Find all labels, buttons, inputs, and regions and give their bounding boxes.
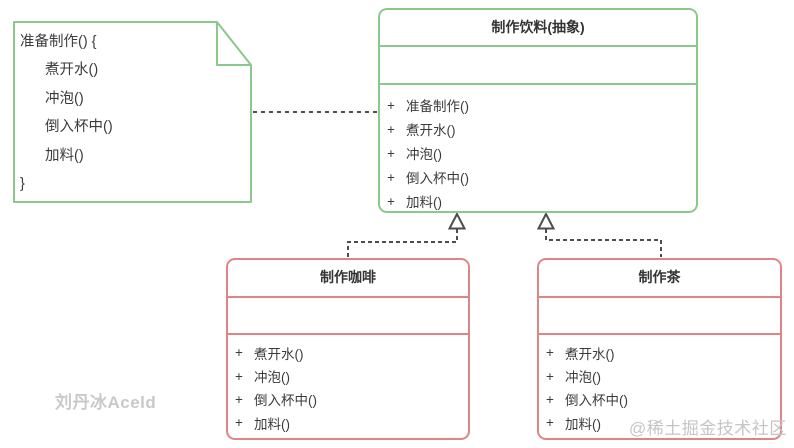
method-name: 冲泡() (406, 147, 442, 162)
class-title: 制作饮料(抽象) (380, 10, 696, 47)
class-attributes-empty (380, 47, 696, 85)
note-line: } (20, 176, 25, 193)
note-text: 准备制作() { 煮开水() 冲泡() 倒入杯中() 加料() } (20, 28, 246, 198)
realization-edge-coffee (347, 229, 458, 257)
note-box: 准备制作() { 煮开水() 冲泡() 倒入杯中() 加料() } (13, 21, 254, 204)
method-name: 冲泡() (254, 370, 290, 386)
method-name: 准备制作() (406, 99, 469, 114)
method-name: 倒入杯中() (254, 393, 317, 409)
visibility-public-symbol: + (235, 391, 243, 407)
method-item: + 煮开水() (235, 341, 468, 364)
hollow-triangle-arrowhead-coffee (447, 211, 467, 230)
method-item: + 冲泡() (546, 364, 780, 387)
note-line: 加料() (45, 147, 84, 164)
class-attributes-empty (228, 298, 468, 335)
method-name: 煮开水() (406, 123, 456, 138)
visibility-public-symbol: + (546, 391, 554, 407)
watermark-author: 刘丹冰Aceld (55, 393, 157, 412)
method-item: + 煮开水() (546, 341, 780, 364)
method-name: 冲泡() (565, 370, 601, 386)
visibility-public-symbol: + (387, 97, 395, 113)
watermark-community: @稀土掘金技术社区 (629, 419, 787, 438)
class-title: 制作茶 (539, 260, 780, 298)
visibility-public-symbol: + (235, 345, 243, 361)
method-name: 加料() (565, 416, 601, 432)
class-attributes-empty (539, 298, 780, 335)
method-item: + 准备制作() (387, 93, 696, 117)
method-name: 倒入杯中() (565, 393, 628, 409)
method-item: + 加料() (546, 411, 780, 434)
class-methods: + 煮开水() + 冲泡() + 倒入杯中() + 加料() (228, 335, 468, 435)
method-item: + 倒入杯中() (235, 388, 468, 411)
method-name: 煮开水() (254, 346, 304, 362)
class-box-make-coffee: 制作咖啡 + 煮开水() + 冲泡() + 倒入杯中() + 加料() (226, 258, 470, 440)
method-name: 加料() (406, 195, 442, 210)
visibility-public-symbol: + (235, 415, 243, 431)
visibility-public-symbol: + (546, 345, 554, 361)
visibility-public-symbol: + (387, 145, 395, 161)
method-item: + 倒入杯中() (546, 388, 780, 411)
note-line: 煮开水() (45, 62, 99, 79)
method-item: + 加料() (235, 411, 468, 434)
method-item: + 煮开水() (387, 117, 696, 141)
visibility-public-symbol: + (235, 368, 243, 384)
realization-edge-tea (545, 229, 662, 257)
class-box-make-tea: 制作茶 + 煮开水() + 冲泡() + 倒入杯中() + 加料() (537, 258, 782, 440)
method-name: 煮开水() (565, 346, 615, 362)
method-item: + 加料() (387, 189, 696, 213)
method-name: 加料() (254, 416, 290, 432)
note-outline-folded-corner (13, 21, 252, 203)
method-item: + 倒入杯中() (387, 165, 696, 189)
hollow-triangle-arrowhead-tea (536, 211, 556, 230)
method-item: + 冲泡() (235, 364, 468, 387)
class-methods: + 煮开水() + 冲泡() + 倒入杯中() + 加料() (539, 335, 780, 435)
visibility-public-symbol: + (387, 169, 395, 185)
visibility-public-symbol: + (387, 193, 395, 209)
note-line: 倒入杯中() (45, 119, 113, 136)
visibility-public-symbol: + (387, 121, 395, 137)
visibility-public-symbol: + (546, 415, 554, 431)
class-box-abstract-beverage: 制作饮料(抽象) + 准备制作() + 煮开水() + 冲泡() + 倒入杯中(… (378, 8, 698, 213)
class-title: 制作咖啡 (228, 260, 468, 298)
class-methods: + 准备制作() + 煮开水() + 冲泡() + 倒入杯中() + 加料() (380, 85, 696, 213)
visibility-public-symbol: + (546, 368, 554, 384)
method-name: 倒入杯中() (406, 171, 469, 186)
method-item: + 冲泡() (387, 141, 696, 165)
note-line: 冲泡() (45, 90, 84, 107)
note-line: 准备制作() { (20, 34, 97, 50)
